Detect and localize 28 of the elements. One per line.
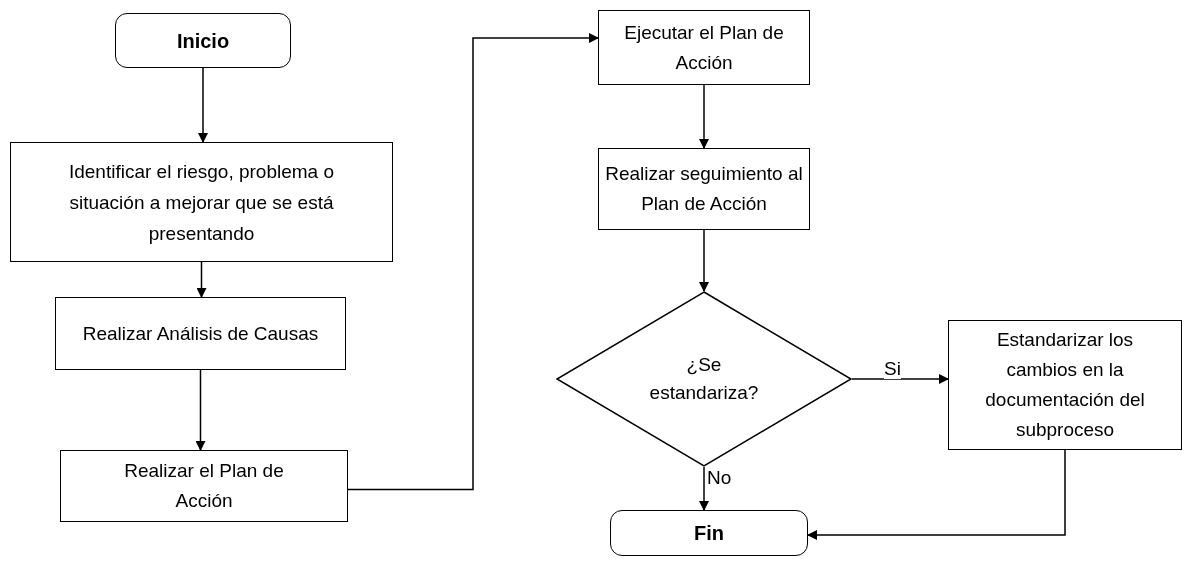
arrow (699, 84, 709, 149)
process-box (10, 142, 393, 262)
node-text: Realizar el Plan de Acción (123, 459, 285, 513)
process-box (55, 297, 346, 370)
process-box (598, 10, 810, 85)
node-text: Ejecutar el Plan de Acción (623, 20, 785, 75)
process-box (598, 148, 810, 230)
process-box (948, 320, 1182, 450)
decision-diamond (556, 291, 852, 467)
node-text: Realizar seguimiento al Plan de Acción (604, 162, 804, 216)
arrow (195, 369, 206, 451)
node-text: ¿Se estandariza? (648, 353, 760, 405)
arrow (347, 33, 599, 491)
node-text: Fin (694, 521, 724, 546)
node-text: Identificar el riesgo, problema o situación a mejorar que se está presentando (67, 159, 336, 246)
process-box (60, 450, 348, 522)
node-text: Realizar Análisis de Causas (82, 321, 319, 346)
node-text: Inicio (176, 28, 230, 54)
terminal-box (610, 510, 808, 556)
arrow (807, 449, 1066, 540)
arrow (196, 261, 207, 298)
arrow (851, 374, 949, 384)
arrow (699, 229, 709, 292)
arrow (198, 67, 208, 143)
terminal-box (115, 13, 291, 68)
edge-label: Si (884, 359, 901, 379)
arrow (699, 466, 709, 511)
node-text: Estandarizar los cambios en la documentación del subproceso (984, 328, 1146, 442)
